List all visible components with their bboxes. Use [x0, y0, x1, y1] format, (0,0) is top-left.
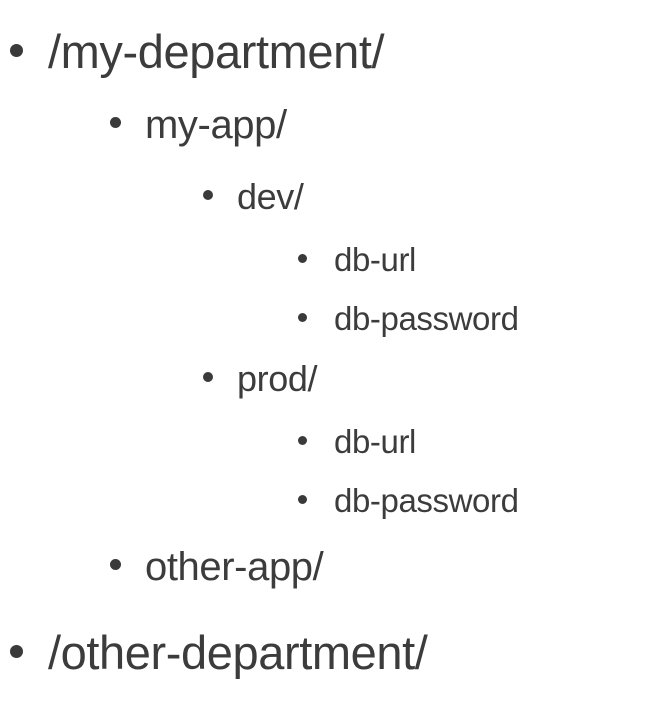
- tree-item-label: db-password: [334, 300, 519, 337]
- tree-item-label: other-app/: [145, 545, 324, 589]
- tree-item-label: dev/: [237, 176, 304, 217]
- tree-item[interactable]: /other-department/: [10, 626, 428, 679]
- tree-item-label: prod/: [237, 358, 318, 399]
- bullet-dot-icon: [10, 645, 23, 658]
- tree-item[interactable]: dev/: [203, 176, 304, 217]
- tree-item[interactable]: db-password: [298, 482, 519, 519]
- bullet-dot-icon: [10, 44, 23, 57]
- bullet-dot-icon: [298, 313, 307, 322]
- bullet-dot-icon: [298, 436, 307, 445]
- tree-item-label: db-password: [334, 482, 519, 519]
- tree-item-label: my-app/: [145, 103, 287, 147]
- bullet-dot-icon: [298, 495, 307, 504]
- tree-item-label: /other-department/: [48, 626, 428, 679]
- tree-item-label: /my-department/: [48, 25, 385, 78]
- tree-item[interactable]: my-app/: [110, 103, 287, 148]
- bullet-dot-icon: [110, 117, 121, 128]
- bullet-dot-icon: [110, 559, 121, 570]
- tree-item[interactable]: other-app/: [110, 545, 324, 590]
- tree-item[interactable]: db-url: [298, 241, 416, 278]
- tree-item[interactable]: prod/: [203, 359, 317, 399]
- tree-item[interactable]: db-password: [298, 300, 519, 337]
- tree-item[interactable]: /my-department/: [10, 25, 385, 78]
- bullet-dot-icon: [203, 190, 213, 200]
- tree-item-label: db-url: [334, 241, 416, 278]
- tree-item[interactable]: db-url: [298, 423, 416, 460]
- bullet-dot-icon: [298, 254, 307, 263]
- tree-item-label: db-url: [334, 423, 416, 460]
- bullet-dot-icon: [203, 372, 213, 382]
